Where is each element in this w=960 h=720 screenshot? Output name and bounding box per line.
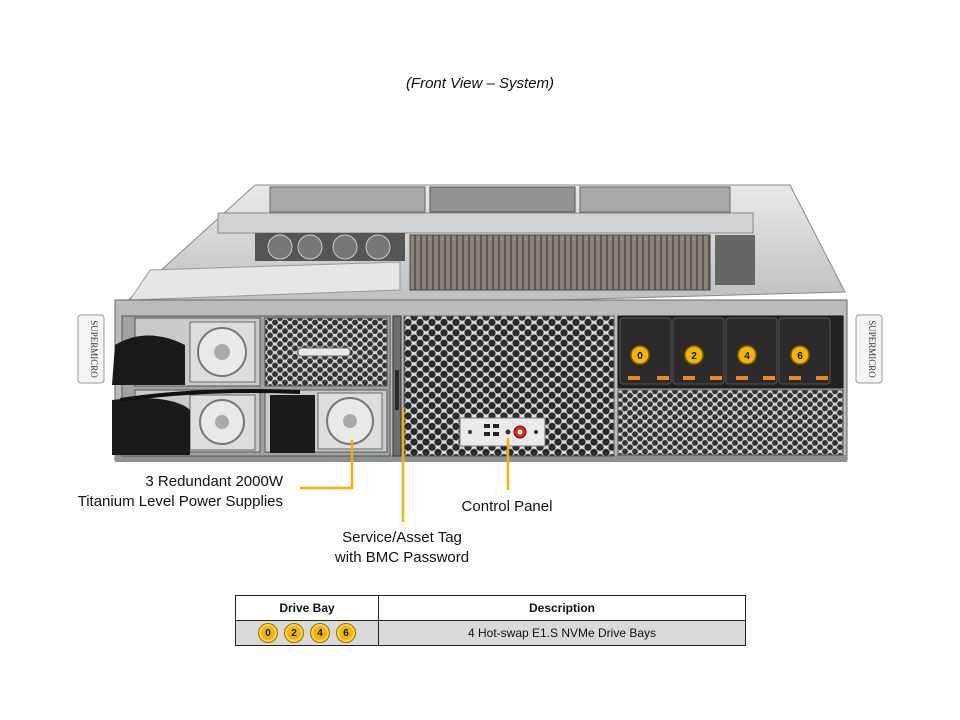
- brand-text-left: SUPERMICRO: [89, 320, 99, 378]
- callout-control-panel: Control Panel: [461, 498, 553, 515]
- callout-power-line2: Titanium Level Power Supplies: [77, 493, 283, 510]
- drive-bay-labels: 0 2 4 6: [630, 345, 810, 365]
- drive-bay-2-label: 2: [691, 351, 697, 362]
- legend-bay-badge: 6: [336, 623, 356, 643]
- callout-lines: [300, 408, 510, 522]
- drive-bay-cage: [617, 315, 844, 456]
- drive-bay-legend-table: Drive Bay Description 0 2 4 6 4 Hot-swap…: [235, 595, 746, 646]
- figure-caption: (Front View – System): [405, 75, 555, 92]
- control-panel: [459, 417, 546, 447]
- right-rack-ear: SUPERMICRO: [855, 314, 883, 384]
- legend-bay-badge: 2: [284, 623, 304, 643]
- callout-power-line1: 3 Redundant 2000W: [145, 473, 283, 490]
- legend-bay-badge: 0: [258, 623, 278, 643]
- callout-service-line2: with BMC Password: [334, 549, 470, 566]
- legend-cell-description: 4 Hot-swap E1.S NVMe Drive Bays: [378, 620, 746, 646]
- legend-header-row: Drive Bay Description: [235, 595, 746, 621]
- drive-bay-0-label: 0: [637, 351, 643, 362]
- drive-bay-4-badge: [737, 345, 757, 365]
- drive-bay-0-badge: [630, 345, 650, 365]
- drive-bay-6-label: 6: [797, 351, 803, 362]
- legend-bay-badges: 0 2 4 6: [236, 623, 378, 643]
- service-asset-tag: [392, 315, 402, 457]
- drive-bay-4-label: 4: [744, 351, 750, 362]
- callout-service-line1: Service/Asset Tag: [342, 529, 462, 546]
- drive-bay-2-badge: [684, 345, 704, 365]
- chassis-top: [113, 184, 846, 313]
- power-supply-bay: [112, 315, 391, 457]
- legend-header-description: Description: [378, 595, 746, 621]
- callout-line-power: [300, 440, 354, 490]
- table-row: 0 2 4 6 4 Hot-swap E1.S NVMe Drive Bays: [235, 620, 746, 646]
- brand-text-right: SUPERMICRO: [867, 320, 877, 378]
- callout-power-supplies: 3 Redundant 2000W Titanium Level Power S…: [40, 472, 283, 512]
- callout-service-tag: Service/Asset Tag with BMC Password: [302, 528, 502, 568]
- drive-bay-6-badge: [790, 345, 810, 365]
- legend-cell-bays: 0 2 4 6: [235, 620, 379, 646]
- left-rack-ear: SUPERMICRO: [77, 314, 105, 384]
- legend-header-drive-bay: Drive Bay: [235, 595, 379, 621]
- legend-bay-badge: 4: [310, 623, 330, 643]
